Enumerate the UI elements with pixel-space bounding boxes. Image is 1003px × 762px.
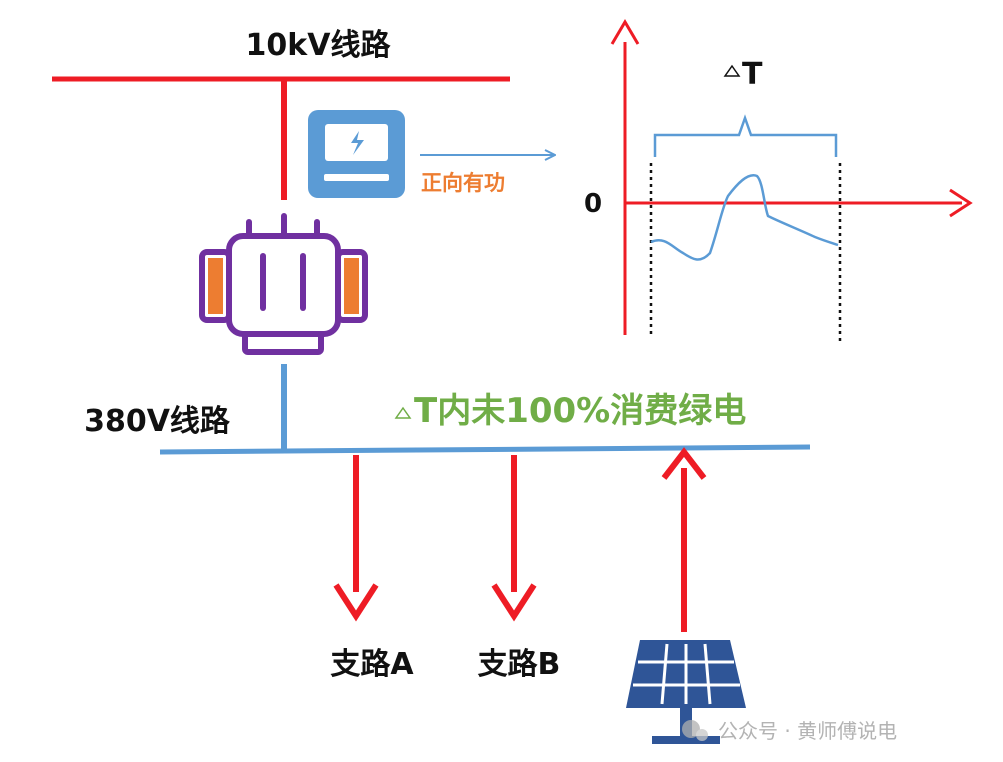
delta-icon bbox=[394, 406, 412, 419]
wechat-icon bbox=[682, 720, 700, 738]
transformer-right-coil bbox=[344, 258, 359, 314]
green-statement-label: T内未100%消费绿电 bbox=[414, 391, 746, 431]
delta-icon-top bbox=[723, 64, 741, 77]
branch-b-label: 支路B bbox=[478, 647, 561, 682]
electricity-meter-icon bbox=[308, 110, 405, 198]
transformer-left-coil bbox=[208, 258, 223, 314]
hv-line-label: 10kV线路 bbox=[246, 28, 392, 63]
wechat-icon-small bbox=[696, 729, 708, 741]
zero-label: 0 bbox=[584, 189, 602, 219]
x-axis-arrowhead bbox=[949, 188, 973, 218]
transformer-icon bbox=[199, 213, 368, 355]
branch-a-label: 支路A bbox=[330, 647, 414, 682]
delta-t-label: T bbox=[742, 57, 763, 92]
branch-a-arrowhead bbox=[333, 583, 379, 622]
power-curve-chart: 0 T bbox=[584, 19, 973, 345]
power-curve bbox=[650, 173, 839, 261]
meter-flow-label: 正向有功 bbox=[421, 171, 505, 195]
watermark: 公众号 · 黄师傅说电 bbox=[682, 719, 897, 743]
lv-line-label: 380V线路 bbox=[84, 404, 231, 439]
lv-busbar bbox=[159, 444, 811, 455]
interval-brace bbox=[653, 114, 838, 157]
watermark-text: 公众号 · 黄师傅说电 bbox=[718, 719, 897, 743]
green-statement: T内未100%消费绿电 bbox=[394, 391, 746, 431]
branch-b-arrowhead bbox=[491, 583, 537, 622]
y-axis-arrowhead bbox=[610, 19, 640, 45]
pv-supply-arrowhead bbox=[661, 447, 707, 480]
